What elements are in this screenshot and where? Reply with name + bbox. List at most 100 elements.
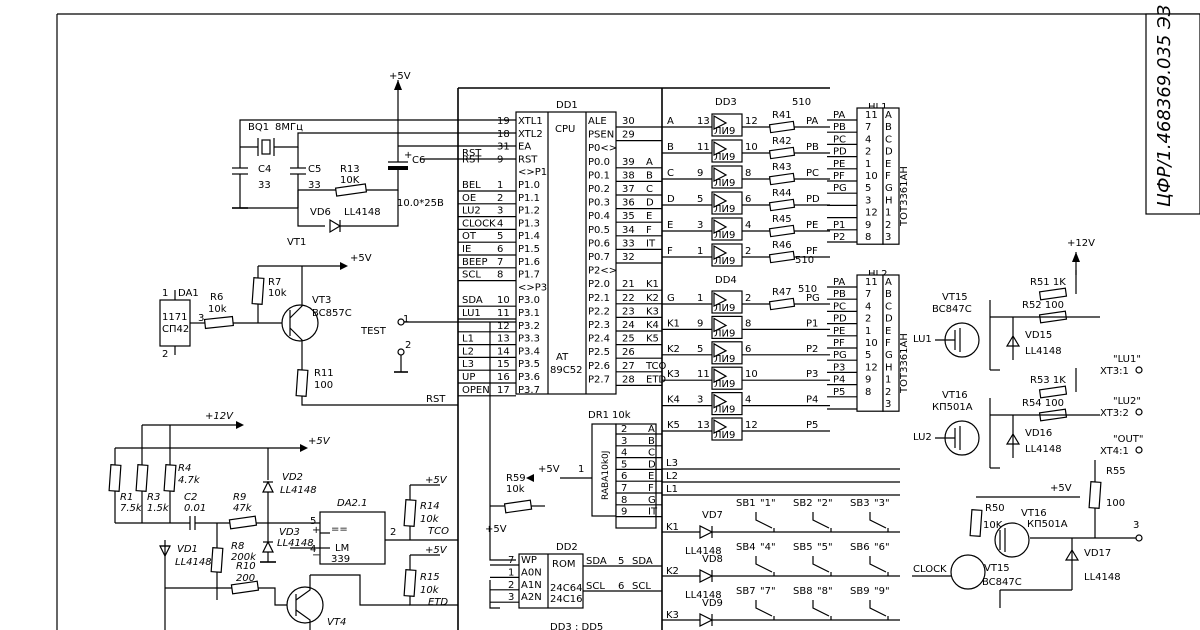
etd-net: ETD <box>428 597 448 608</box>
da1-ref: DA1 <box>178 288 199 299</box>
dr1-pin-num: 3 <box>621 436 627 447</box>
buffer-triangle <box>713 393 728 409</box>
connector-ref: XT4:1 <box>1100 446 1129 457</box>
dd1-pin-label: P1.6 <box>518 257 540 268</box>
dr1-pin-label: D <box>648 459 656 470</box>
keypad-switch-key: "5" <box>817 542 833 553</box>
vd6-body <box>329 218 342 234</box>
driver-mosfet-ref: VT16 <box>942 390 968 401</box>
divider-resistor-body <box>163 464 177 492</box>
connector-3: 3 <box>1133 520 1139 531</box>
wire <box>258 587 290 606</box>
display-pin-box <box>856 274 884 412</box>
title-stamp-text: ЦФР/1.468369.035 ЭЗ <box>1154 4 1175 207</box>
dd1-pin-label: PSEN <box>588 130 614 141</box>
display-segment-label: B <box>885 289 892 300</box>
dd1-net-label: TCO <box>645 361 667 372</box>
buffer-triangle <box>713 342 728 358</box>
display-pin-num: 1 <box>865 159 871 170</box>
divider-resistor-body <box>108 464 122 492</box>
keypad-diode-body <box>699 613 714 627</box>
test-label: TEST <box>360 326 387 337</box>
keypad-switch-ref: SB2 <box>793 498 813 509</box>
dd1-net-label: OE <box>462 193 476 204</box>
vd6-value: LL4148 <box>344 207 381 218</box>
display-segment-label: 3 <box>885 399 891 410</box>
keypad-switch-key: "4" <box>760 542 776 553</box>
buffer-input-label: K4 <box>667 395 680 406</box>
dr1-pin-label: F <box>648 483 654 494</box>
dd1-net-label: E <box>646 211 652 222</box>
display-input-label: P5 <box>833 387 845 398</box>
dd1-pin-label: XTL2 <box>518 129 543 140</box>
r50-ref: R50 <box>985 503 1005 514</box>
buffer-output-label: PD <box>806 194 820 205</box>
dd1-pin-label: P1.5 <box>518 244 540 255</box>
buffer-pin-num: 3 <box>697 395 703 406</box>
test-pin2-num: 2 <box>405 340 411 351</box>
da21-ref: DA2.1 <box>337 498 367 509</box>
r50-value: 10K <box>983 520 1003 531</box>
keypad-switch-ref: SB8 <box>793 586 813 597</box>
vt1-ref: VT1 <box>287 237 306 248</box>
r3-value: 1.5k <box>147 503 170 514</box>
r8-value: 200k <box>231 552 257 563</box>
dr1-pin-label: A <box>648 424 655 435</box>
dd2-pin-num: 6 <box>618 581 624 592</box>
buffer-input-label: K2 <box>667 344 680 355</box>
buffer-input-label: B <box>667 142 674 153</box>
dd1-pin-num: 9 <box>497 154 503 165</box>
dd1-net-label: K2 <box>646 293 659 304</box>
buffer-resistor-body <box>768 250 796 264</box>
display-segment-label: E <box>885 159 891 170</box>
dd2-pin-num: 5 <box>618 556 624 567</box>
display-pin-num: 8 <box>865 387 871 398</box>
dd1-pin-num: 32 <box>622 252 635 263</box>
display-segment-label: A <box>885 277 892 288</box>
dd1-net-label: L3 <box>462 359 474 370</box>
dd1-net-label: A <box>646 157 653 168</box>
dd2-pin-num: 7 <box>508 555 514 566</box>
power-5v-top: +5V <box>389 71 411 82</box>
r13-ref: R13 <box>340 164 360 175</box>
dd1-net-label: RST <box>462 154 482 165</box>
buffer-pin-num: 11 <box>697 142 710 153</box>
dd1-net-label: L2 <box>462 346 474 357</box>
dd1-pin-label: ALE <box>588 116 607 127</box>
test-pin2[interactable] <box>397 348 405 356</box>
buffer-output-label: P5 <box>806 420 818 431</box>
da21-sym: == <box>331 524 348 535</box>
c2-ref: C2 <box>184 492 197 503</box>
dd1-pin-num: 1 <box>497 180 503 191</box>
buffer-pin-num: 4 <box>745 395 751 406</box>
vt15-value: BC847C <box>982 577 1022 588</box>
r8-body <box>210 547 224 573</box>
vd1-value: LL4148 <box>175 557 212 568</box>
tco-net: TCO <box>428 526 449 537</box>
dd1-net-label: BEEP <box>462 257 488 268</box>
dr1-value: 10k <box>612 410 631 421</box>
display-segment-label: 2 <box>885 220 891 231</box>
dd1-pin-label: EA <box>518 142 531 153</box>
dr1-pin-num: 8 <box>621 495 627 506</box>
power-5v-right: +5V <box>1050 483 1072 494</box>
keypad-line-label: L2 <box>666 471 678 482</box>
vd1-ref: VD1 <box>177 544 198 555</box>
dd2-net-label: SDA <box>632 556 653 567</box>
keypad-row-label: K2 <box>666 566 679 577</box>
dd1-left-pins: XTL119XTL218EA31RST9RST<>P1P1.01BELP1.12… <box>458 116 547 397</box>
dd1-pin-num: 4 <box>497 218 503 229</box>
driver-diode-value: LL4148 <box>1025 346 1062 357</box>
buffer-resistor-ref: R44 <box>772 188 792 199</box>
buffer-gate-label: ЛИ9 <box>714 178 735 189</box>
keypad-switch-ref: SB9 <box>850 586 870 597</box>
dd1-pin-num: 33 <box>622 238 635 249</box>
dr1-pin-label: C <box>648 448 655 459</box>
wire <box>310 574 410 606</box>
dd3-res: 510 <box>792 97 811 108</box>
test-pin1-num: 1 <box>403 314 409 325</box>
keypad-diode-value: LL4148 <box>685 590 722 601</box>
driver-net-label: LU2 <box>913 432 932 443</box>
dd1-pin-num: 17 <box>497 385 510 396</box>
